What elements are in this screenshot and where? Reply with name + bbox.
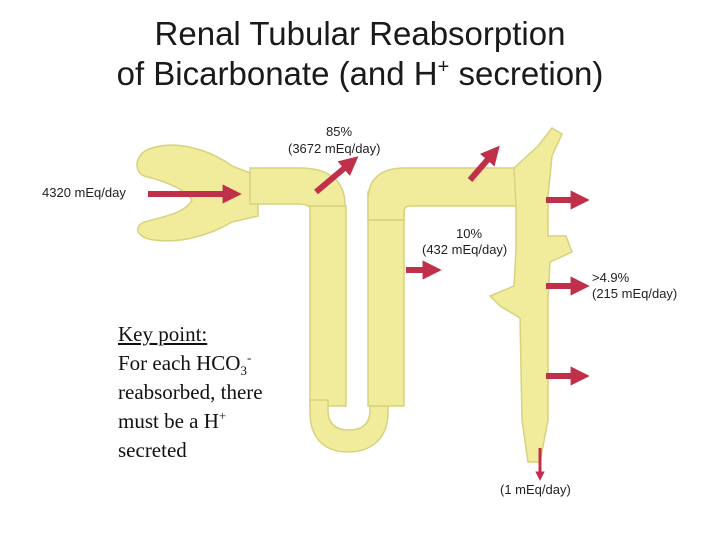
key-point-line-2: reabsorbed, there [118,380,263,404]
filtered-load-label: 4320 mEq/day [42,185,126,200]
loop-amount-label: (432 mEq/day) [422,242,508,257]
distal-percent-label: >4.9% [592,270,630,285]
title-line-2-prefix: of Bicarbonate (and H [116,55,438,92]
key-point-line-1: For each HCO3- [118,350,252,379]
key-point-heading: Key point: [118,322,208,346]
loop-of-henle-bend [309,399,389,453]
key-point-line-3: must be a H+ [118,408,227,433]
slide-title: Renal Tubular Reabsorption of Bicarbonat… [0,14,720,94]
excreted-amount-label: (1 mEq/day) [500,482,571,497]
collecting-duct [488,127,573,463]
proximal-tubule [249,167,346,211]
key-point-line-4: secreted [118,438,187,462]
proximal-percent-label: 85% [326,124,353,139]
distal-amount-label: (215 mEq/day) [592,286,678,301]
title-line-2: of Bicarbonate (and H+ secretion) [0,54,720,94]
nephron-tubule [136,127,573,463]
title-h-plus-superscript: + [437,56,450,78]
distal-tubule-bend [367,167,521,221]
ascending-limb [367,191,405,407]
title-line-1: Renal Tubular Reabsorption [154,15,566,52]
reabsorption-arrows [148,145,590,481]
title-line-2-suffix: secretion) [449,55,604,92]
distal-reabsorption-arrow [467,145,500,182]
proximal-amount-label: (3672 mEq/day) [288,141,381,156]
descending-limb [309,205,347,407]
proximal-reabsorption-arrow [314,156,359,195]
loop-percent-label: 10% [456,226,483,241]
key-point-box: Key point: For each HCO3- reabsorbed, th… [114,318,304,468]
